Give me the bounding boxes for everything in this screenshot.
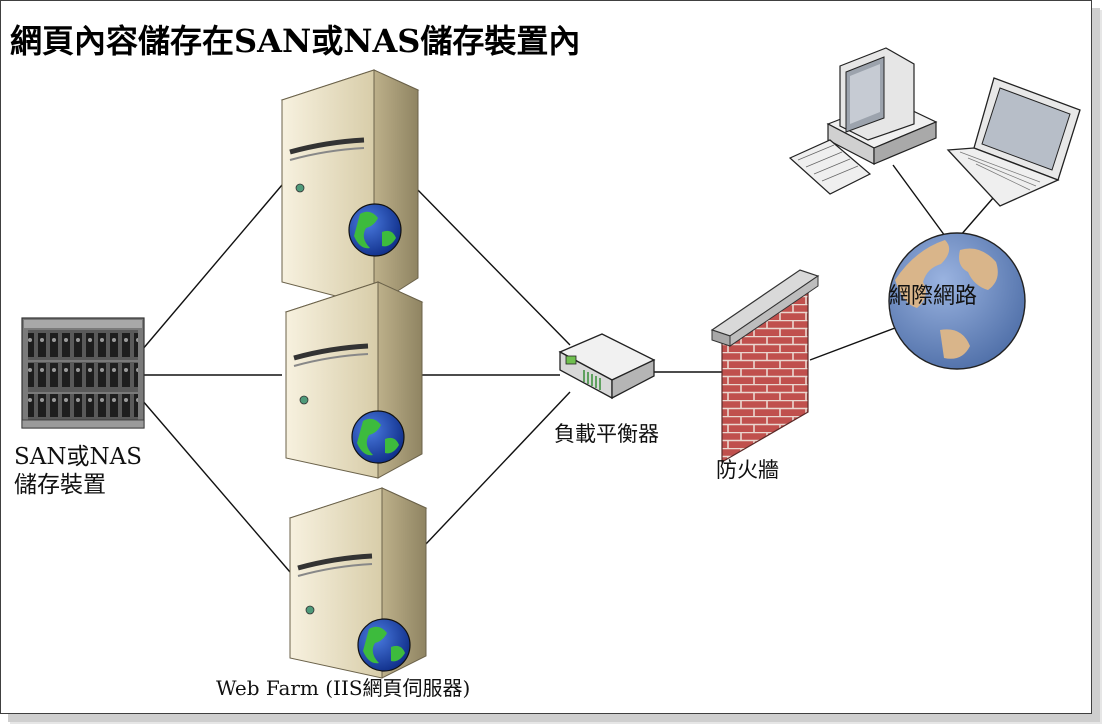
diagram-title: 網頁內容儲存在SAN或NAS儲存裝置內	[10, 22, 581, 60]
laptop-icon	[946, 77, 1081, 207]
storage-rack-icon	[21, 317, 145, 429]
web-farm-label: Web Farm (IIS網頁伺服器)	[216, 676, 471, 700]
internet-globe-icon	[888, 232, 1026, 370]
firewall-icon	[710, 269, 820, 464]
globe-icon	[357, 618, 411, 672]
globe-icon	[348, 203, 402, 257]
link-storage-server1	[141, 184, 283, 351]
load-balancer-icon	[558, 333, 656, 400]
globe-icon	[351, 410, 405, 464]
firewall-label: 防火牆	[716, 458, 779, 482]
internet-label: 網際網路	[889, 284, 978, 309]
link-firewall-internet	[809, 327, 896, 361]
desktop-computer-icon	[788, 47, 938, 195]
storage-label-line1: SAN或NAS	[14, 444, 142, 470]
storage-label-line2: 儲存裝置	[14, 471, 106, 498]
storage-label: SAN或NAS 儲存裝置	[14, 444, 142, 499]
link-server3-lb	[424, 391, 571, 546]
link-desktop-internet	[892, 164, 946, 237]
server-icon	[280, 69, 420, 307]
link-storage-server3	[141, 399, 291, 573]
load-balancer-label: 負載平衡器	[554, 422, 659, 446]
link-server1-lb	[412, 184, 571, 346]
